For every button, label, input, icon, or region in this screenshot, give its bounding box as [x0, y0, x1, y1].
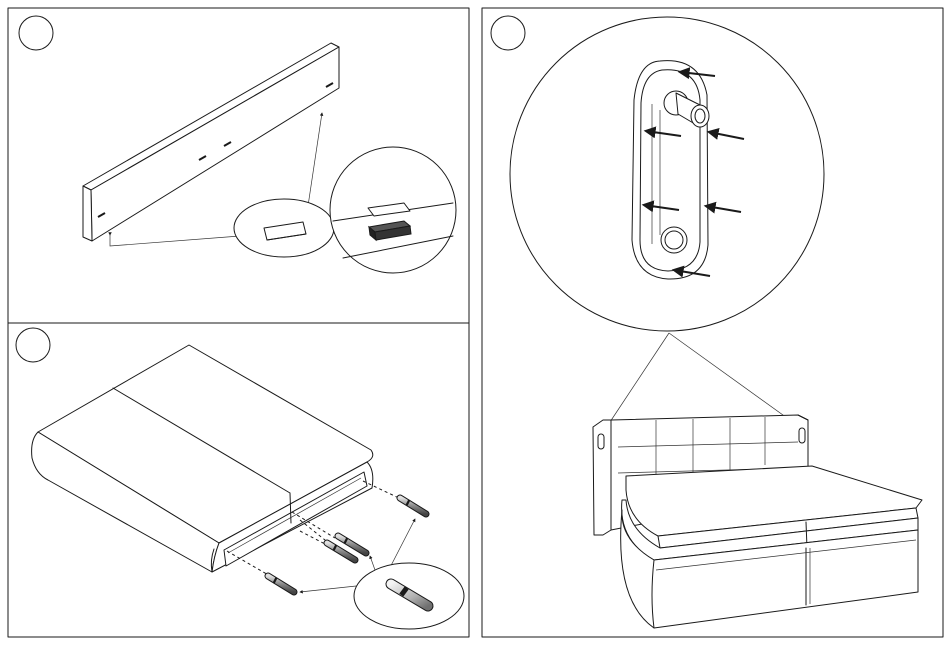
bracket-pointer-left	[606, 333, 669, 428]
bed-with-headboard	[593, 415, 922, 628]
felt-pad-detail-small	[234, 199, 334, 257]
step-badge-1	[19, 16, 53, 50]
bed-base	[32, 345, 373, 572]
dowel-pin-4	[400, 498, 426, 514]
dowel-pin-detail	[354, 563, 464, 629]
panel-2	[8, 323, 469, 637]
pointer-line-right	[308, 113, 322, 206]
panel-3	[482, 8, 943, 637]
felt-pad-detail-large	[330, 147, 456, 273]
step-badge-2	[16, 328, 50, 362]
bracket-detail	[510, 17, 824, 331]
pointer-line-left	[110, 235, 240, 246]
headboard-bracket-left	[598, 434, 604, 449]
dowel-pin-1	[268, 576, 294, 592]
bracket-pointer-right	[669, 333, 801, 428]
step-badge-3	[491, 16, 525, 50]
headboard-bracket-right	[799, 428, 805, 443]
panel-1	[8, 8, 469, 323]
